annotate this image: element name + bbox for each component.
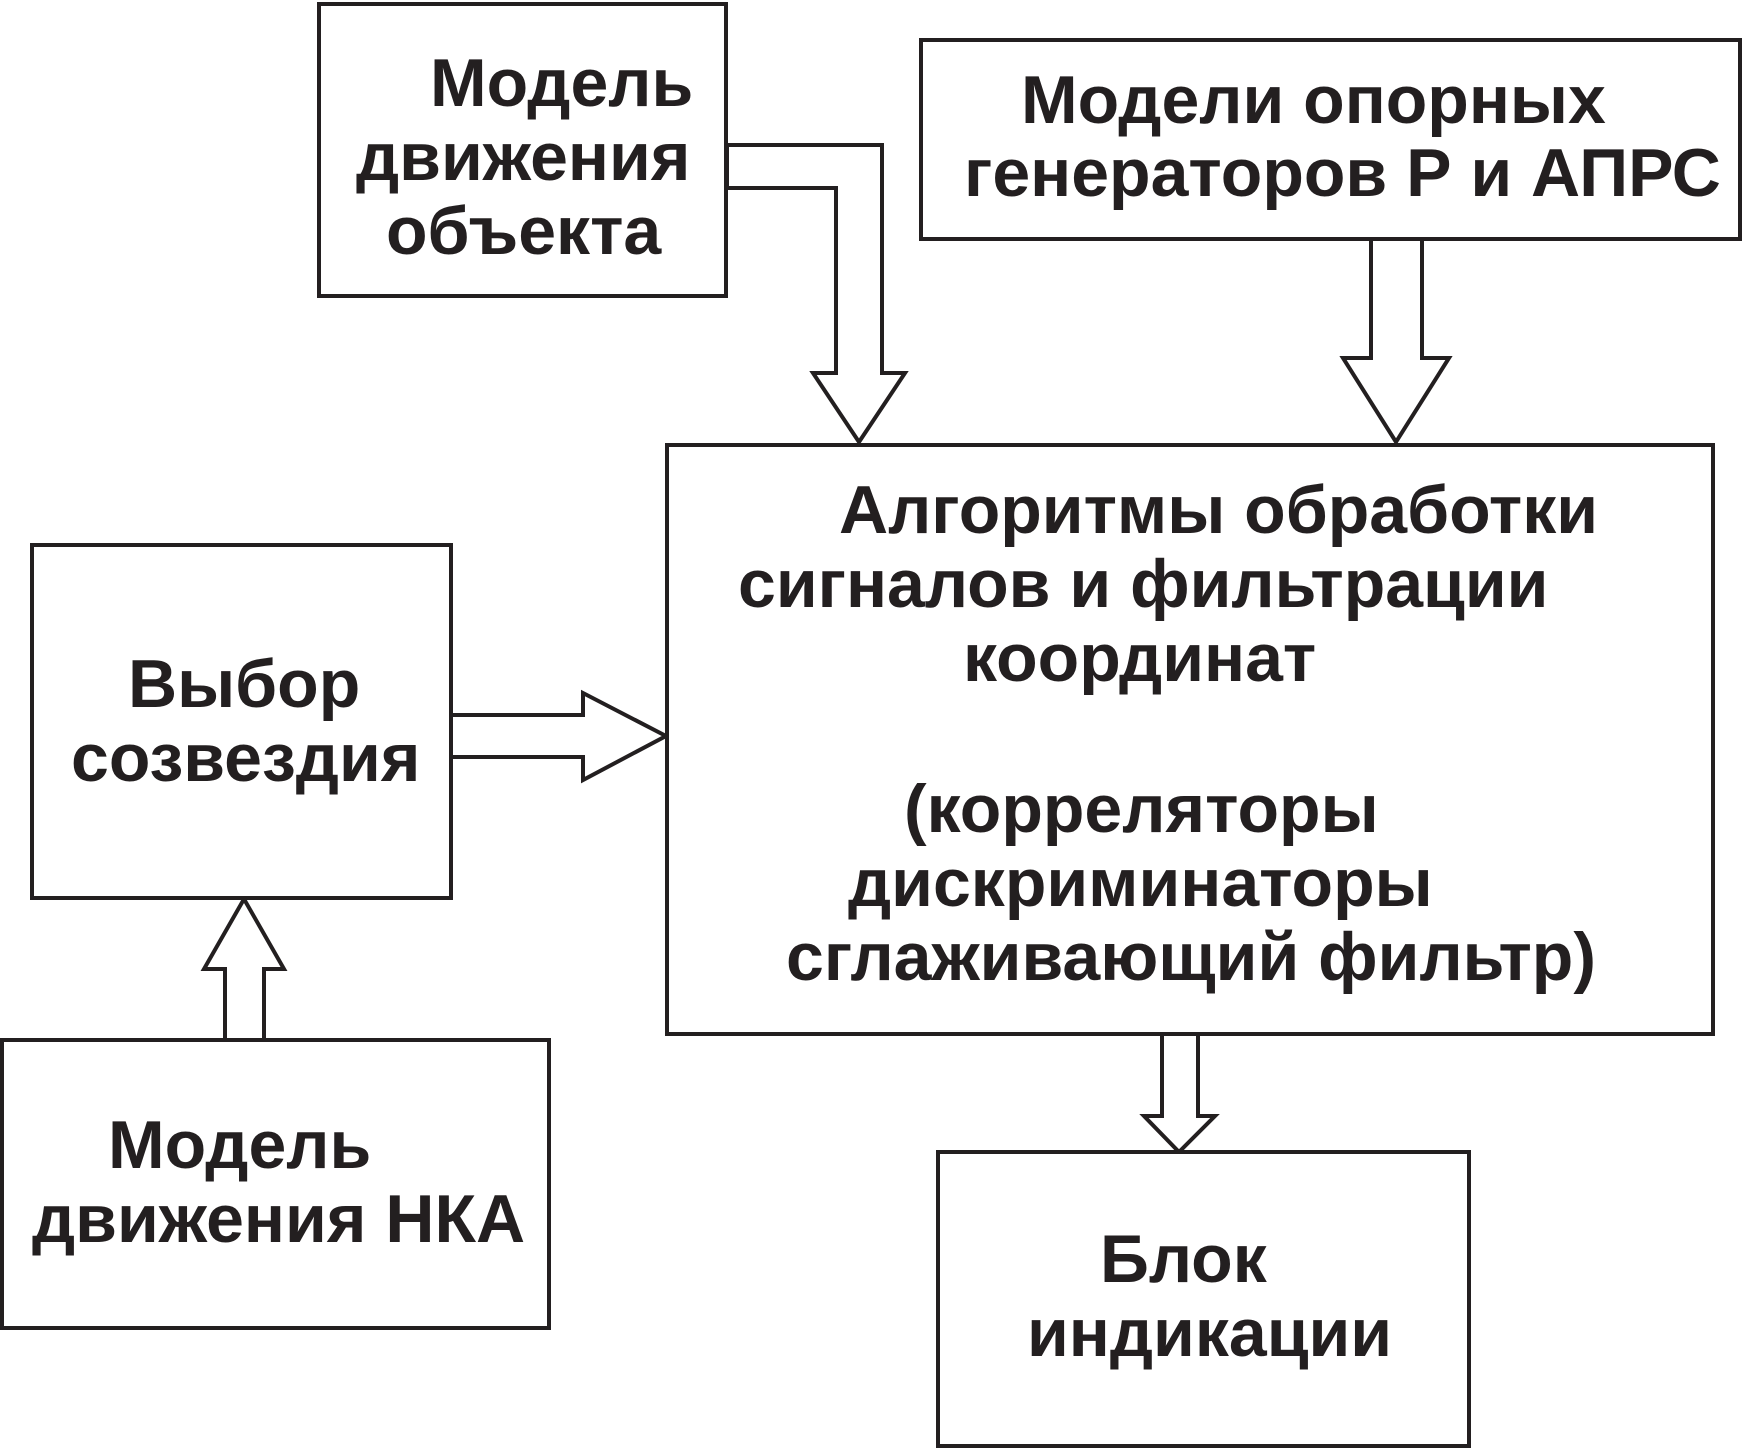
processing-algorithms-box: [665, 443, 1715, 1036]
nka-motion-model-line-2: движения НКА: [32, 1181, 526, 1257]
object-motion-model-line-3: объекта: [386, 193, 662, 269]
processing-algorithms-line-2: сигналов и фильтрации: [738, 546, 1549, 622]
object-motion-model-box: [317, 2, 728, 298]
constellation-selection-box: [30, 543, 453, 900]
arrow-constellation-to-algorithms: [449, 689, 671, 784]
processing-algorithms-sub-line-1: (корреляторы: [904, 771, 1379, 847]
reference-generators-line-2: генераторов Р и АПРС: [964, 135, 1721, 211]
arrow-generators-to-algorithms: [1339, 236, 1453, 446]
indication-unit-line-1: Блок: [1100, 1221, 1267, 1297]
object-motion-model-line-1: Модель: [430, 45, 694, 121]
arrow-object-model-to-algorithms: [725, 143, 909, 446]
processing-algorithms-line-3: координат: [963, 620, 1317, 696]
processing-algorithms-line-1: Алгоритмы обработки: [839, 472, 1599, 548]
nka-motion-model-line-1: Модель: [108, 1107, 372, 1183]
arrow-algorithms-to-indication: [1139, 1032, 1220, 1155]
nka-motion-model-box: [0, 1038, 551, 1330]
constellation-selection-line-1: Выбор: [128, 646, 361, 722]
reference-generators-line-1: Модели опорных: [1021, 62, 1606, 138]
processing-algorithms-sub-line-2: дискриминаторы: [848, 845, 1433, 921]
indication-unit-line-2: индикации: [1027, 1295, 1393, 1371]
constellation-selection-line-2: созвездия: [71, 720, 421, 796]
object-motion-model-line-2: движения: [356, 119, 691, 195]
arrow-nka-model-to-constellation: [200, 894, 288, 1042]
processing-algorithms-sub-line-3: сглаживающий фильтр): [786, 919, 1596, 995]
indication-unit-box: [936, 1150, 1471, 1448]
reference-generators-box: [919, 38, 1742, 241]
